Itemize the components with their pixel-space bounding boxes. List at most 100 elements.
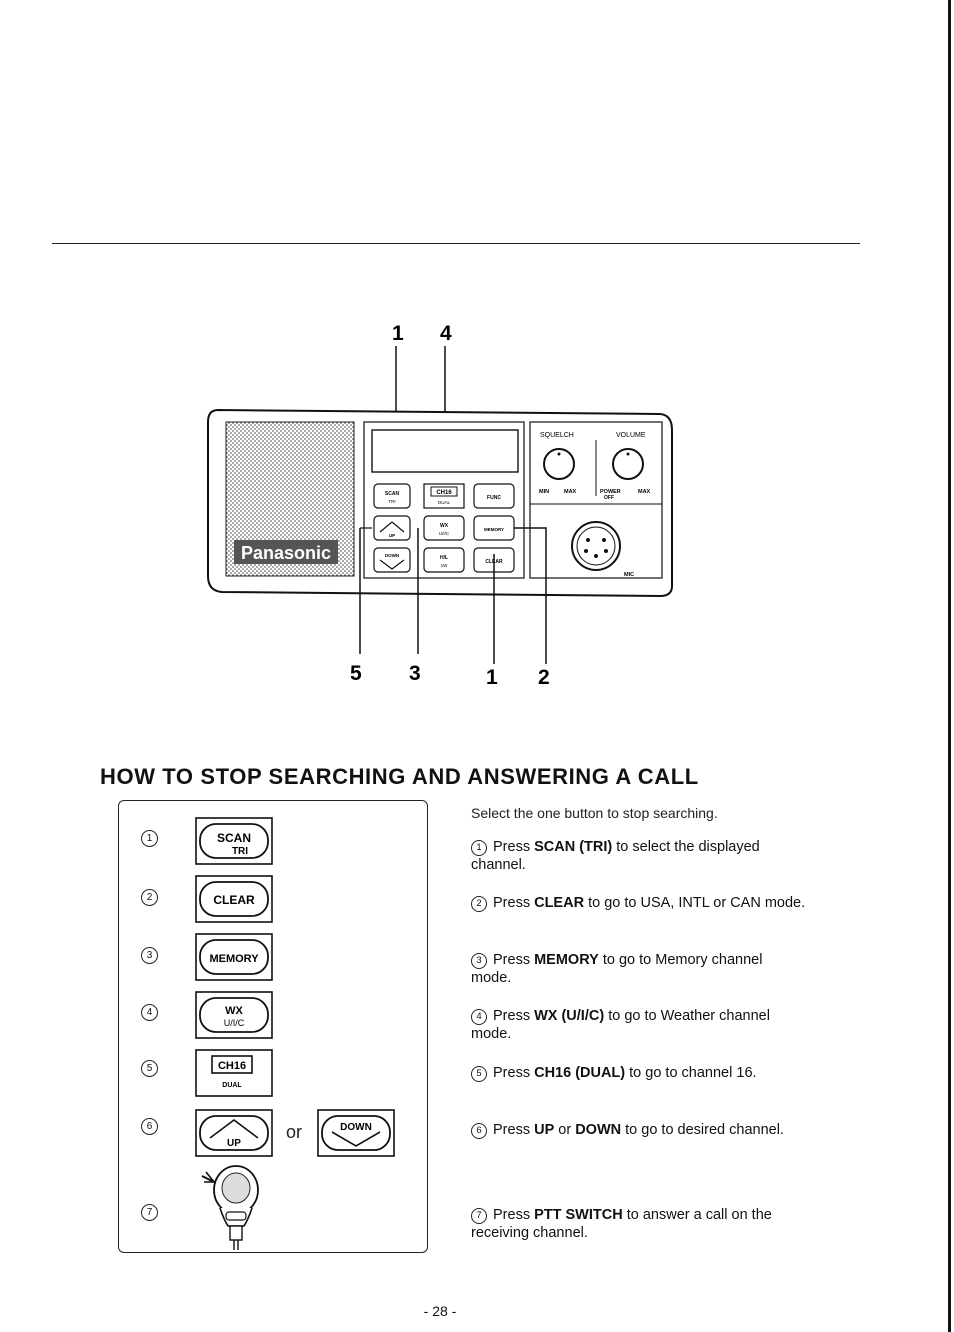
up-label: UP (227, 1138, 241, 1149)
key-func (473, 483, 515, 509)
panel-number-5: 5 (141, 1060, 158, 1077)
mic-connector-inner (576, 526, 616, 566)
step-3-post: to go to Memory channel mode. (471, 952, 763, 986)
step-2-pre: Press (493, 895, 535, 911)
panel-number-2: 2 (141, 889, 158, 906)
step-2-key: CLEAR (534, 895, 585, 911)
key-down-label: DOWN (385, 553, 399, 558)
step-7-pre: Press (493, 1207, 535, 1223)
down-label: DOWN (340, 1122, 372, 1133)
label-squelch-max: MAX (564, 489, 577, 495)
step-2-number: 2 (471, 896, 487, 912)
panel-number-3: 3 (141, 947, 158, 964)
callout-top-1: 1 (392, 322, 404, 345)
lcd-display (371, 429, 519, 473)
leader-line-2 (514, 527, 547, 664)
key-wx-sub: U/I/C (439, 531, 450, 536)
step-2-post: to go to USA, INTL or CAN mode. (584, 895, 806, 911)
label-mic: MIC (624, 572, 634, 578)
step-6-mid: or (554, 1122, 576, 1138)
volume-knob (612, 448, 644, 480)
key-down-arrow (379, 559, 405, 570)
squelch-knob-dot (557, 452, 561, 456)
key-hl (423, 547, 465, 573)
step-7-post: to answer a call on the receiving channe… (471, 1207, 772, 1241)
step-6-pre: Press (493, 1122, 535, 1138)
clear-label: CLEAR (213, 893, 255, 907)
tri-label: TRI (232, 846, 248, 857)
key-ch16-label: CH16 (436, 490, 452, 496)
keypad-frame (363, 421, 525, 579)
clear-button-icon: CLEAR (195, 875, 273, 923)
key-hl-sub: 1W (441, 563, 449, 568)
key-hl-label: H/L (440, 555, 448, 561)
down-arrow-icon (331, 1131, 381, 1147)
panel-number-1: 1 (141, 830, 158, 847)
ch16-dual-button-icon: CH16 DUAL (195, 1049, 273, 1097)
step-6-key2: DOWN (575, 1122, 622, 1138)
step-3-key: MEMORY (534, 952, 599, 968)
step-6-post: to go to desired channel. (621, 1122, 784, 1138)
memory-label: MEMORY (209, 953, 259, 965)
step-6: 6 Press UP or DOWN to go to desired chann… (471, 1121, 806, 1139)
label-squelch: SQUELCH (540, 432, 574, 439)
step-5: 5 Press CH16 (DUAL) to go to channel 16. (471, 1064, 806, 1082)
callout-bottom-1: 1 (486, 666, 498, 689)
callout-bottom-3: 3 (409, 662, 421, 685)
step-4-number: 4 (471, 1009, 487, 1025)
ch16-label: CH16 (218, 1060, 246, 1072)
step-7-key: PTT SWITCH (534, 1207, 623, 1223)
key-ch16-sub: DUAL (438, 500, 451, 505)
step-5-key: CH16 (DUAL) (534, 1065, 626, 1081)
callout-top-4: 4 (440, 322, 452, 345)
key-down (373, 547, 411, 573)
step-4-post: to go to Weather channel mode. (471, 1008, 770, 1042)
control-panel (529, 421, 663, 579)
key-func-label: FUNC (487, 495, 501, 501)
step-5-post: to go to channel 16. (625, 1065, 757, 1081)
step-6-key: UP (534, 1122, 555, 1138)
key-scan-sub: TRI (388, 499, 395, 504)
label-volume-max: MAX (638, 489, 651, 495)
squelch-knob (543, 448, 575, 480)
panel-number-6: 6 (141, 1118, 158, 1135)
callout-bottom-2: 2 (538, 666, 550, 689)
radio-diagram: 1 4 Panasonic SCAN TRI CH16 DUAL FUNC UP… (200, 318, 690, 698)
key-wx (423, 515, 465, 541)
key-up (373, 515, 411, 541)
step-3-number: 3 (471, 953, 487, 969)
callout-bottom-5: 5 (350, 662, 362, 685)
up-arrow-icon (209, 1119, 259, 1139)
step-1-post: to select the displayed channel. (471, 839, 760, 873)
page-number: - 28 - (423, 1303, 457, 1319)
or-text: or (286, 1122, 303, 1142)
radio-diagram-svg: 1 4 Panasonic SCAN TRI CH16 DUAL FUNC UP… (207, 322, 673, 689)
brand-plate (234, 540, 338, 564)
step-5-number: 5 (471, 1066, 487, 1082)
volume-knob-dot (626, 452, 630, 456)
page-edge-bar (948, 0, 951, 1332)
panel-number-7: 7 (141, 1204, 158, 1221)
section-heading: HOW TO STOP SEARCHING AND ANSWERING A CA… (100, 764, 699, 789)
label-power: POWER (600, 489, 621, 495)
intro-text: Select the one button to stop searching. (471, 805, 718, 821)
top-rule (52, 243, 860, 244)
key-up-label: UP (389, 533, 395, 538)
key-up-arrow (379, 521, 405, 533)
key-wx-label: WX (440, 523, 449, 529)
memory-button-icon: MEMORY (195, 933, 273, 981)
dual-label: DUAL (222, 1082, 242, 1089)
step-5-pre: Press (493, 1065, 535, 1081)
step-2: 2 Press CLEAR to go to USA, INTL or CAN m… (471, 894, 806, 912)
step-4-pre: Press (493, 1008, 535, 1024)
key-ch16-box (430, 486, 458, 497)
step-1-pre: Press (493, 839, 535, 855)
step-6-number: 6 (471, 1123, 487, 1139)
label-squelch-min: MIN (539, 489, 549, 495)
microphone-icon (201, 1165, 259, 1250)
scan-label: SCAN (217, 831, 251, 845)
